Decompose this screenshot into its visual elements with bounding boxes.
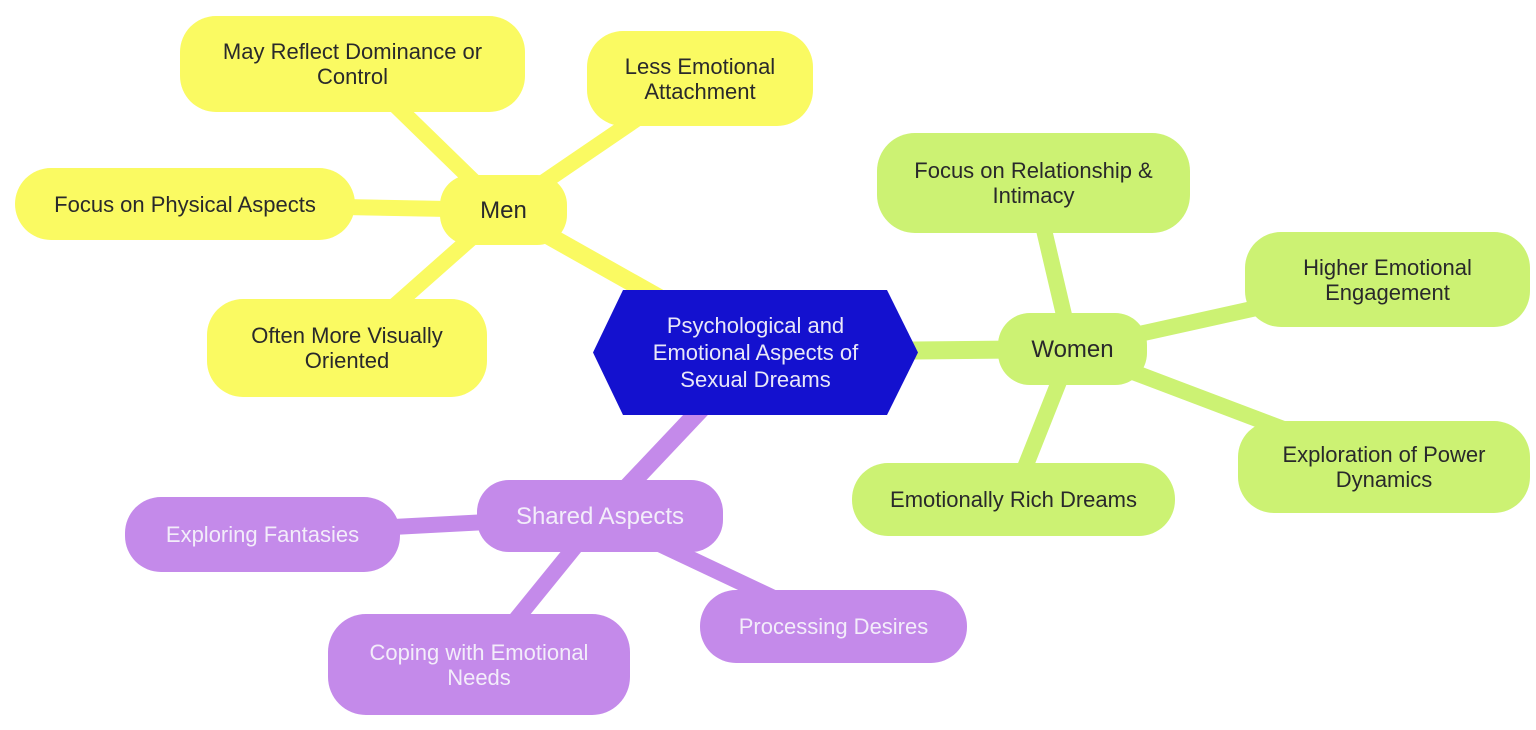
node-coping-emotional-needs: Coping with Emotional Needs — [328, 614, 630, 715]
node-higher-emotional-engagement: Higher Emotional Engagement — [1245, 232, 1530, 327]
node-exploration-power-dynamics: Exploration of Power Dynamics — [1238, 421, 1530, 513]
node-focus-physical-aspects-label: Focus on Physical Aspects — [54, 191, 316, 217]
node-often-visually-oriented-label: Often More Visually Oriented — [251, 323, 443, 373]
node-processing-desires-label: Processing Desires — [738, 614, 929, 639]
node-may-reflect-dominance-label: May Reflect Dominance or Control — [222, 39, 483, 89]
node-men: Men — [440, 175, 567, 245]
node-emotionally-rich-dreams-label: Emotionally Rich Dreams — [890, 487, 1137, 512]
node-coping-emotional-needs-label: Coping with Emotional Needs — [369, 639, 589, 690]
node-focus-relationship-intimacy-label: Focus on Relationship & Intimacy — [914, 158, 1153, 208]
node-women: Women — [998, 313, 1147, 385]
node-shared-aspects: Shared Aspects — [477, 480, 723, 552]
node-root: Psychological and Emotional Aspects of S… — [593, 290, 918, 415]
node-may-reflect-dominance: May Reflect Dominance or Control — [180, 16, 525, 112]
node-exploring-fantasies-label: Exploring Fantasies — [165, 522, 360, 547]
node-less-emotional-attachment-label: Less Emotional Attachment — [624, 53, 776, 104]
node-root-label: Psychological and Emotional Aspects of S… — [652, 313, 859, 392]
node-exploring-fantasies: Exploring Fantasies — [125, 497, 400, 572]
node-men-label: Men — [480, 196, 527, 224]
node-focus-physical-aspects: Focus on Physical Aspects — [15, 168, 355, 240]
node-emotionally-rich-dreams: Emotionally Rich Dreams — [852, 463, 1175, 536]
node-focus-relationship-intimacy: Focus on Relationship & Intimacy — [877, 133, 1190, 233]
node-women-label: Women — [1031, 335, 1114, 363]
node-less-emotional-attachment: Less Emotional Attachment — [587, 31, 813, 126]
node-shared-aspects-label: Shared Aspects — [515, 502, 685, 530]
node-higher-emotional-engagement-label: Higher Emotional Engagement — [1303, 254, 1472, 305]
node-processing-desires: Processing Desires — [700, 590, 967, 663]
node-exploration-power-dynamics-label: Exploration of Power Dynamics — [1282, 442, 1486, 492]
node-often-visually-oriented: Often More Visually Oriented — [207, 299, 487, 397]
